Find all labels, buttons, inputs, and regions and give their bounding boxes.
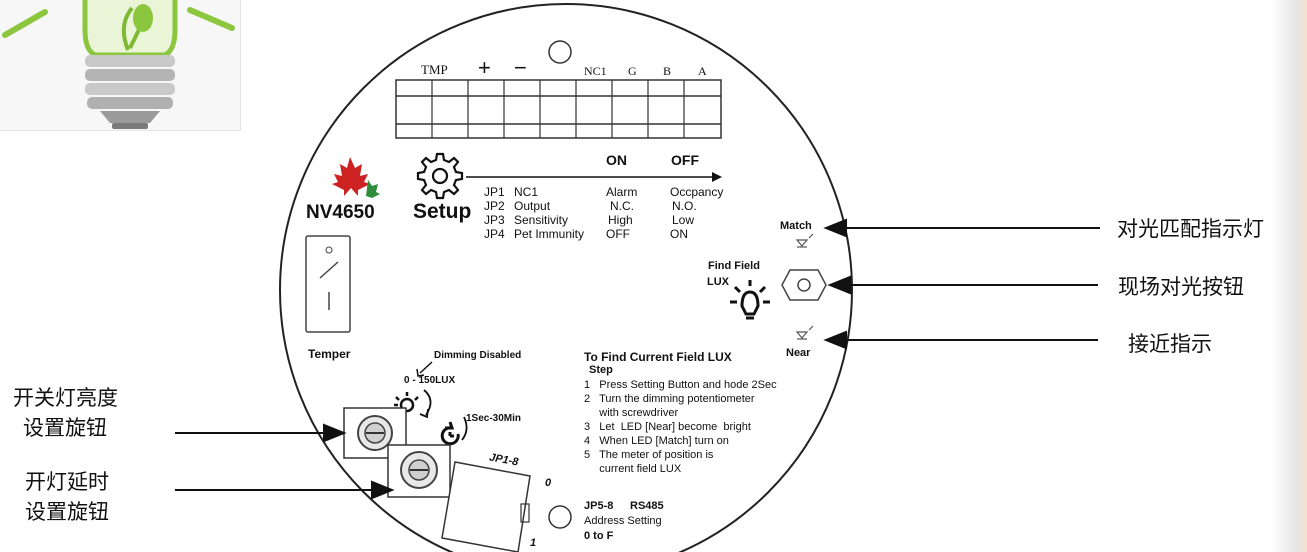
setup-row-on: Alarm [606, 185, 638, 199]
setup-row-jp: JP4 [484, 227, 505, 241]
setup-row-name: Output [514, 199, 551, 213]
maple-leaf-icon [332, 157, 380, 198]
setup-row-name: Sensitivity [514, 213, 569, 227]
dimming-icon [394, 389, 432, 419]
setup-row-off: Occpancy [670, 185, 724, 199]
dimming-disabled-label: Dimming Disabled [434, 350, 522, 361]
address-range-label: 0 to F [584, 530, 614, 542]
brightness-potentiometer [343, 407, 407, 459]
mount-hole-top [548, 40, 572, 64]
jp18-one-label: 1 [530, 537, 537, 549]
terminal-label-b: B [663, 64, 672, 78]
temper-label: Temper [308, 347, 351, 361]
lux-label: LUX [707, 276, 729, 288]
setup-row-name: Pet Immunity [514, 227, 585, 241]
setup-row-jp: JP1 [484, 185, 505, 199]
match-label: Match [780, 220, 812, 232]
bulb-logo-panel [0, 0, 241, 131]
terminal-block [395, 79, 722, 139]
time-range-label: 1Sec-30Min [466, 413, 522, 424]
terminal-label-tmp: TMP [421, 62, 448, 77]
setup-row-name: NC1 [514, 185, 539, 199]
callout-find-button: 现场对光按钮 [1118, 275, 1244, 299]
terminal-label-minus: − [514, 55, 527, 80]
callout-match-led: 对光匹配指示灯 [1117, 217, 1264, 241]
terminal-label-a: A [698, 64, 707, 78]
instruction-line: current field LUX [584, 463, 682, 475]
near-led-icon [795, 325, 814, 340]
edge-shadow [1270, 0, 1307, 552]
terminal-label-nc1: NC1 [584, 64, 607, 78]
callout-arrows [175, 218, 1100, 500]
instruction-line: 1 Press Setting Button and hode 2Sec [584, 379, 777, 391]
setup-row-jp3: JP3 Sensitivity High Low [484, 213, 694, 227]
callout-brightness-line2: 设置旋钮 [23, 416, 107, 440]
setup-row-off: ON [670, 227, 688, 241]
instruction-line: 3 Let LED [Near] become bright [584, 421, 751, 433]
bulb-bright-icon [730, 280, 770, 320]
delay-potentiometer [387, 444, 451, 498]
gear-icon [416, 152, 464, 200]
jp18-zero-label: 0 [545, 477, 552, 489]
rs485-label: RS485 [630, 500, 664, 512]
bulb-icon [2, 0, 235, 129]
instruction-line: 2 Turn the dimming potentiometer [584, 393, 755, 405]
address-setting-label: Address Setting [584, 515, 662, 527]
setup-row-on: N.C. [610, 199, 634, 213]
callout-brightness-knob: 开关灯亮度 设置旋钮 [13, 383, 118, 443]
device-outline [279, 3, 853, 552]
instruction-line: 4 When LED [Match] turn on [584, 435, 729, 447]
terminal-label-g: G [628, 64, 637, 78]
instruction-line: 5 The meter of position is [584, 449, 714, 461]
callout-delay-knob: 开灯延时 设置旋钮 [25, 467, 109, 527]
setup-row-off: Low [672, 213, 695, 227]
setup-row-jp: JP3 [484, 213, 505, 227]
setup-label: Setup [413, 200, 472, 223]
instructions-step: Step [589, 364, 613, 376]
find-field-label: Find Field [708, 260, 760, 272]
jp58-label: JP5-8 [584, 500, 614, 512]
near-label: Near [786, 347, 811, 359]
model-label: NV4650 [306, 202, 375, 223]
mount-hole-bottom [548, 505, 572, 529]
setup-header-off: OFF [671, 152, 699, 168]
instruction-line: with screwdriver [584, 407, 679, 419]
setup-row-jp: JP2 [484, 199, 505, 213]
lux-range-label: 0 - 150LUX [404, 375, 456, 386]
setup-row-off: N.O. [672, 199, 697, 213]
setup-row-jp1: JP1 NC1 Alarm Occpancy [484, 185, 723, 199]
setup-row-jp2: JP2 Output N.C. N.O. [484, 199, 697, 213]
callout-delay-line2: 设置旋钮 [25, 500, 109, 524]
instructions-title: To Find Current Field LUX [584, 350, 732, 364]
setup-row-jp4: JP4 Pet Immunity OFF ON [484, 227, 688, 241]
instructions-list: 1 Press Setting Button and hode 2Sec 2 T… [584, 378, 777, 476]
callout-near-led: 接近指示 [1128, 332, 1212, 356]
setup-header-on: ON [606, 152, 627, 168]
jp1-8-switch-block [441, 461, 531, 552]
setup-row-on: OFF [606, 227, 630, 241]
callout-delay-line1: 开灯延时 [25, 470, 109, 494]
match-led-icon [795, 233, 814, 248]
callout-brightness-line1: 开关灯亮度 [13, 386, 118, 410]
terminal-label-plus: + [478, 55, 491, 80]
temper-switch [305, 235, 351, 333]
find-field-button [781, 269, 827, 301]
setup-row-on: High [608, 213, 633, 227]
timer-icon [440, 421, 460, 446]
